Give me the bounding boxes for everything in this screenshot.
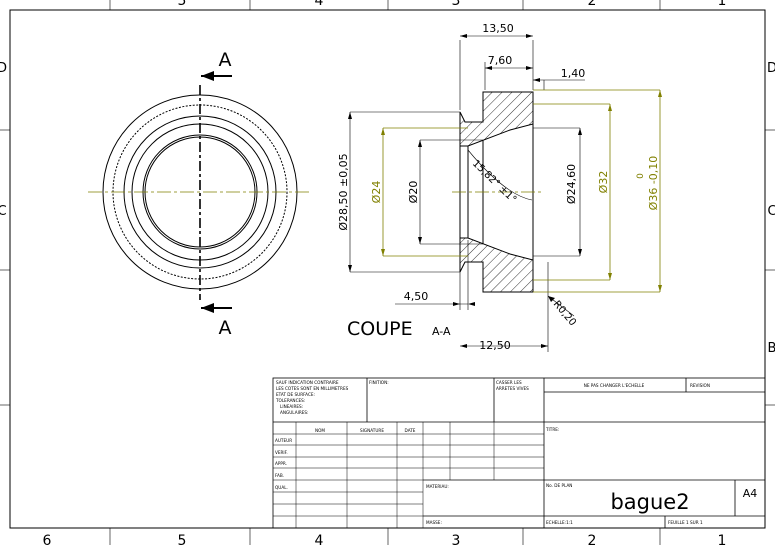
title-label: TITRE: (545, 427, 559, 432)
break-edges-label: ARRETES VIVES (496, 386, 529, 391)
note-line: TOLERANCES: (275, 398, 305, 403)
border-top-numbers: 5 4 3 2 1 (178, 0, 727, 9)
row-label: AUTEUR (275, 438, 292, 443)
border-bottom-numbers: 6 5 4 3 2 1 (43, 533, 727, 545)
section-hatch-bottom (459, 237, 534, 293)
zone-number: 3 (452, 533, 461, 545)
dim-radius: R0,20 (551, 299, 578, 328)
row-label: VERIF. (275, 450, 288, 455)
dim-dia-36-upper: 0 (636, 173, 646, 179)
zone-number: 1 (718, 0, 727, 9)
dimension-arrows (348, 34, 582, 348)
mass-label: MASSE: (426, 520, 442, 525)
zone-number: 2 (588, 533, 597, 545)
scale-label: ECHELLE:1:1 (546, 520, 573, 525)
dimensions-olive (382, 89, 661, 293)
note-line: ETAT DE SURFACE: (276, 392, 315, 397)
zone-number: 4 (315, 533, 324, 545)
section-marker-top: A (219, 49, 232, 71)
front-view (88, 85, 312, 300)
section-view (452, 91, 542, 293)
drawing-no-label: No. DE PLAN (546, 483, 572, 488)
note-line: ANGULAIRES: (280, 410, 308, 415)
row-label: QUAL. (275, 485, 288, 490)
col-date: DATE (405, 428, 416, 433)
dim-total-length: 13,50 (482, 22, 514, 35)
section-title: COUPE A-A (347, 318, 451, 340)
border-side-letters: D C D C B (0, 61, 775, 356)
drawing-number: bague2 (610, 490, 689, 514)
zone-number: 2 (588, 0, 597, 9)
dim-flange-offset: 1,40 (561, 67, 586, 80)
zone-letter: C (0, 204, 7, 219)
dimension-arrows-olive (381, 90, 662, 292)
zone-number: 1 (718, 533, 727, 545)
zone-number: 6 (43, 533, 52, 545)
note-line: SAUF INDICATION CONTRAIRE (276, 380, 339, 385)
dim-dia-20: Ø20 (407, 181, 420, 204)
title-block-grid (273, 422, 544, 528)
section-cut-markers: A A (201, 49, 232, 339)
dim-inner-step: 4,50 (404, 290, 429, 303)
dim-dia-24: Ø24 (370, 181, 383, 204)
title-block (272, 377, 766, 529)
note-line: LINEAIRES: (280, 404, 303, 409)
zone-letter: B (768, 341, 775, 356)
zone-letter: D (0, 61, 7, 76)
no-scale-label: NE PAS CHANGER L'ECHELLE (584, 383, 645, 388)
dim-bore-length: 12,50 (479, 339, 511, 352)
finish-label: FINITION: (369, 380, 389, 385)
dim-dia-36: Ø36 -0,10 (647, 156, 660, 211)
section-title-sub: A-A (432, 325, 451, 338)
zone-number: 3 (452, 0, 461, 9)
break-edges-label: CASSER LES (496, 380, 522, 385)
sheet-format: A4 (743, 487, 758, 500)
dim-dia-28-5: Ø28,50 ±0,05 (337, 153, 350, 230)
zone-letter: D (767, 61, 775, 76)
zone-number: 5 (178, 0, 187, 9)
title-block-text: SAUF INDICATION CONTRAIRE LES COTES SONT… (275, 380, 710, 525)
dimensions (349, 35, 585, 352)
col-name: NOM (315, 428, 325, 433)
section-marker-bottom: A (219, 317, 232, 339)
dim-angle: 15,82° ±1° (470, 158, 518, 205)
dim-flange-length: 7,60 (488, 54, 513, 67)
row-label: FAB. (275, 473, 284, 478)
row-label: APPR. (275, 461, 287, 466)
section-title-text: COUPE (347, 318, 413, 340)
revision-label: REVISION (690, 383, 710, 388)
dim-dia-32: Ø32 (597, 171, 610, 194)
note-line: LES COTES SONT EN MILLIMETRES (276, 386, 349, 391)
dim-dia-24-6: Ø24,60 (565, 164, 578, 204)
col-signature: SIGNATURE (360, 428, 384, 433)
dimension-labels-olive: Ø24 Ø32 Ø36 -0,10 0 (370, 156, 660, 211)
material-label: MATERIAU: (426, 484, 449, 489)
zone-letter: C (767, 204, 775, 219)
section-hatch-top (459, 91, 534, 147)
zone-number: 4 (315, 0, 324, 9)
zone-number: 5 (178, 533, 187, 545)
sheet-label: FEUILLE 1 SUR 1 (668, 520, 703, 525)
